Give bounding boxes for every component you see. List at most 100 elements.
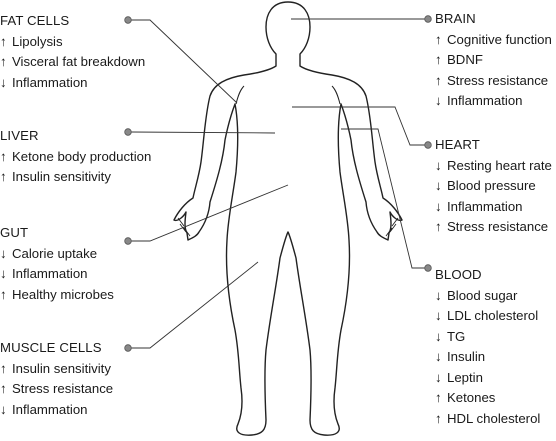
gut-panel: GUT ↓ Calorie uptake ↓Inflammation ↑ Healt… (0, 223, 114, 305)
down-arrow-icon: ↓ (435, 287, 442, 303)
body-outline (173, 1, 403, 436)
blood-item: ↓ Insulin (435, 347, 540, 368)
up-arrow-icon: ↑ (435, 219, 442, 234)
up-arrow-icon: ↑ (435, 410, 442, 426)
up-arrow-icon: ↑ (435, 31, 442, 47)
down-arrow-icon: ↓ (435, 157, 442, 173)
up-arrow-icon: ↑ (435, 72, 442, 88)
up-arrow-icon: ↑ (0, 360, 7, 376)
up-arrow-icon: ↑ (0, 54, 7, 69)
down-arrow-icon: ↓ (0, 245, 7, 261)
up-arrow-icon: ↑ (0, 381, 7, 396)
down-arrow-icon: ↓ (0, 74, 7, 90)
fat-cells-item: ↑ Visceral fat breakdown (0, 52, 145, 73)
gut-leader (131, 184, 289, 242)
brain-item: ↑ Stress resistance (435, 71, 552, 92)
blood-item: ↓ Blood sugar (435, 286, 540, 307)
down-arrow-icon: ↓ (0, 401, 7, 417)
muscle-cells-item: ↑ Insulin sensitivity (0, 359, 113, 380)
muscle-cells-panel: MUSCLE CELLS ↑ Insulin sensitivity ↑ Stres… (0, 338, 113, 420)
down-arrow-icon: ↓ (435, 328, 442, 344)
down-arrow-icon: ↓ (435, 349, 442, 364)
gut-item-text: Healthy microbes (12, 286, 114, 302)
muscle-cells-item-text: Inflammation (12, 401, 88, 417)
liver-leader (130, 131, 276, 134)
blood-item-text: Ketones (447, 390, 496, 405)
up-arrow-icon: ↑ (0, 169, 7, 184)
brain-item: ↑ Cognitive function (435, 30, 552, 51)
blood-item: ↓ Leptin (435, 368, 540, 389)
heart-item-text: Resting heart rate (447, 157, 552, 173)
fat-cells-item-text: Visceral fat breakdown (12, 54, 146, 69)
gut-dot (124, 237, 132, 245)
fat-cells-leader (131, 19, 238, 104)
brain-item: ↑ BDNF (435, 50, 552, 71)
muscle-cells-item-text: Insulin sensitivity (12, 360, 111, 376)
heart-leader (292, 106, 425, 146)
fat-cells-panel: FAT CELLS ↑ Lipolysis ↑ Visceral fat break… (0, 11, 145, 93)
gut-item-text: Inflammation (12, 266, 88, 281)
blood-title: BLOOD (435, 267, 482, 282)
blood-item: ↓ TG (435, 327, 540, 348)
heart-dot (424, 141, 432, 149)
up-arrow-icon: ↑ (0, 286, 7, 302)
heart-item-text: Stress resistance (447, 219, 549, 234)
brain-panel: BRAIN ↑Cognitive function ↑BDNF ↑Stress … (435, 9, 552, 112)
liver-item-text: Ketone body production (12, 148, 152, 164)
fat-cells-item-text: Lipolysis (12, 33, 63, 49)
up-arrow-icon: ↑ (0, 33, 7, 49)
blood-item-text: Leptin (447, 369, 483, 385)
gut-item-text: Calorie uptake (12, 245, 98, 261)
muscle-cells-item-text: Stress resistance (12, 381, 114, 396)
gut-title: GUT (0, 225, 29, 240)
liver-item: ↑Ketone body production (0, 147, 151, 168)
brain-dot (424, 15, 432, 23)
muscle-cells-item: ↓ Inflammation (0, 400, 113, 421)
gut-item: ↓Inflammation (0, 264, 114, 285)
gut-item: ↓ Calorie uptake (0, 244, 114, 265)
heart-item-text: Blood pressure (447, 178, 536, 193)
heart-title: HEART (435, 137, 480, 152)
heart-item-text: Inflammation (447, 198, 523, 214)
up-arrow-icon: ↑ (435, 390, 442, 405)
blood-item-text: HDL cholesterol (447, 410, 541, 426)
brain-item-text: Cognitive function (447, 31, 552, 47)
liver-panel: LIVER ↑Ketone body production ↑ Insulin s… (0, 126, 151, 188)
blood-item-text: TG (447, 328, 466, 344)
liver-item-text: Insulin sensitivity (12, 169, 111, 184)
brain-item-text: Stress resistance (447, 72, 549, 88)
liver-dot (124, 128, 132, 136)
heart-item: ↓ Resting heart rate (435, 156, 552, 177)
muscle-cells-title: MUSCLE CELLS (0, 340, 102, 355)
blood-item: ↓ LDL cholesterol (435, 306, 540, 327)
muscle-cells-item: ↑ Stress resistance (0, 379, 113, 400)
blood-panel: BLOOD ↓Blood sugar ↓LDL cholesterol ↓TG … (435, 265, 540, 429)
muscle-cells-leader (131, 261, 259, 349)
down-arrow-icon: ↓ (435, 369, 442, 385)
blood-item-text: Blood sugar (447, 287, 518, 303)
liver-title: LIVER (0, 128, 39, 143)
left-armpit-line (235, 85, 245, 105)
heart-item: ↓Inflammation (435, 197, 552, 218)
fat-cells-item-text: Inflammation (12, 74, 88, 90)
gut-item: ↑ Healthy microbes (0, 285, 114, 306)
fat-cells-title: FAT CELLS (0, 13, 70, 28)
blood-item: ↑ HDL cholesterol (435, 409, 540, 430)
fat-cells-dot (124, 16, 132, 24)
blood-leader (341, 128, 425, 269)
muscle-cells-dot (124, 344, 132, 352)
up-arrow-icon: ↑ (435, 52, 442, 67)
blood-item-text: LDL cholesterol (447, 308, 539, 323)
down-arrow-icon: ↓ (435, 93, 442, 108)
fat-cells-item: ↑ Lipolysis (0, 32, 145, 53)
blood-item-text: Insulin (447, 349, 486, 364)
blood-dot (424, 264, 432, 272)
heart-item: ↑ Stress resistance (435, 217, 552, 238)
brain-item-text: Inflammation (447, 93, 523, 108)
heart-item: ↓Blood pressure (435, 176, 552, 197)
brain-item-text: BDNF (447, 52, 483, 67)
liver-item: ↑ Insulin sensitivity (0, 167, 151, 188)
fat-cells-item: ↓ Inflammation (0, 73, 145, 94)
down-arrow-icon: ↓ (435, 308, 442, 323)
